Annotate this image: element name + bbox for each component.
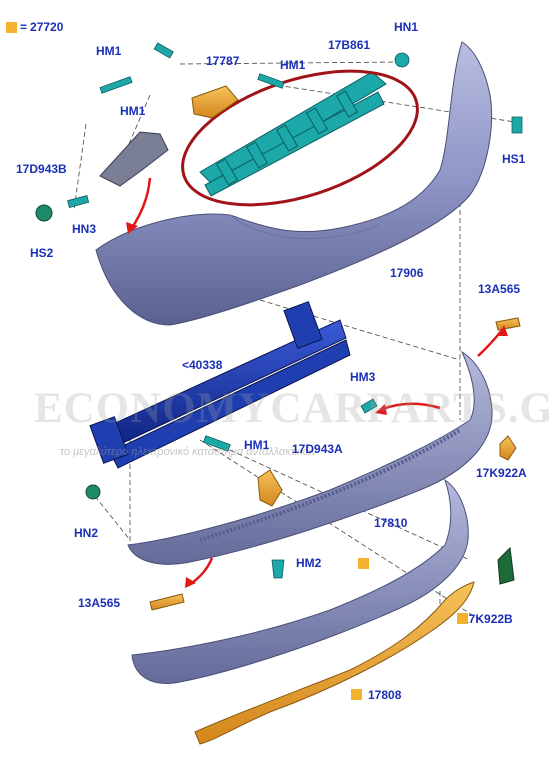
label-17d943a: 17D943A: [292, 442, 343, 456]
label-hm1-d: HM1: [244, 438, 270, 452]
label-hm3: HM3: [350, 370, 376, 384]
label-17k922a: 17K922A: [476, 466, 527, 480]
label-17906: 17906: [390, 266, 424, 280]
absorber-17b861: [199, 71, 387, 197]
legend-prefix: =: [20, 20, 28, 34]
valance-lower: [131, 478, 469, 684]
label-hm1-a: HM1: [96, 44, 122, 58]
bracket-17d943a: [257, 469, 283, 507]
label-13a565-left: 13A565: [78, 596, 121, 610]
reflector-17k922b: [497, 546, 515, 585]
clip-hs2: [35, 204, 53, 222]
label-17810: 17810: [374, 516, 408, 530]
watermark-subtitle: το μεγαλύτερο ηλεκτρονικό κατάστημα αντα…: [60, 446, 317, 458]
reflector-13a565-right: [495, 317, 521, 331]
legend-code: 27720: [30, 20, 64, 34]
lower-bumper-17810: [127, 350, 493, 565]
label-hn3: HN3: [72, 222, 97, 236]
clip-hn2: [85, 484, 101, 500]
label-hs1: HS1: [502, 152, 526, 166]
label-17808: 17808: [368, 688, 402, 702]
bumper-cover-17906: [95, 41, 493, 326]
label-hn2: HN2: [74, 526, 99, 540]
diffuser-17808: [194, 581, 475, 745]
marker-square: [358, 558, 369, 569]
bracket-17d943b: [99, 131, 169, 187]
label-17k922b: 17K922B: [462, 612, 513, 626]
label-hn1: HN1: [394, 20, 419, 34]
label-40338: <40338: [182, 358, 223, 372]
label-17b861: 17B861: [328, 38, 371, 52]
bracket-17787: [191, 85, 239, 119]
reflector-17k922a: [499, 435, 517, 461]
arrow-heads: [126, 222, 508, 588]
reinforcement-beam-40338: [89, 301, 351, 469]
marker-17808: [351, 689, 362, 700]
label-13a565-right: 13A565: [478, 282, 521, 296]
reflector-13a565-left: [149, 593, 185, 611]
legend-marker: [6, 21, 17, 33]
watermark-title: ECONOMYCARPARTS.GR: [34, 385, 549, 432]
fasteners: [67, 42, 523, 579]
legend: = 27720: [6, 20, 63, 34]
label-hm1-c: HM1: [120, 104, 146, 118]
label-17d943b: 17D943B: [16, 162, 67, 176]
label-hm2: HM2: [296, 556, 322, 570]
label-hs2: HS2: [30, 246, 54, 260]
marker-17k922b: [457, 613, 468, 624]
label-17787: 17787: [206, 54, 240, 68]
label-hm1-b: HM1: [280, 58, 306, 72]
